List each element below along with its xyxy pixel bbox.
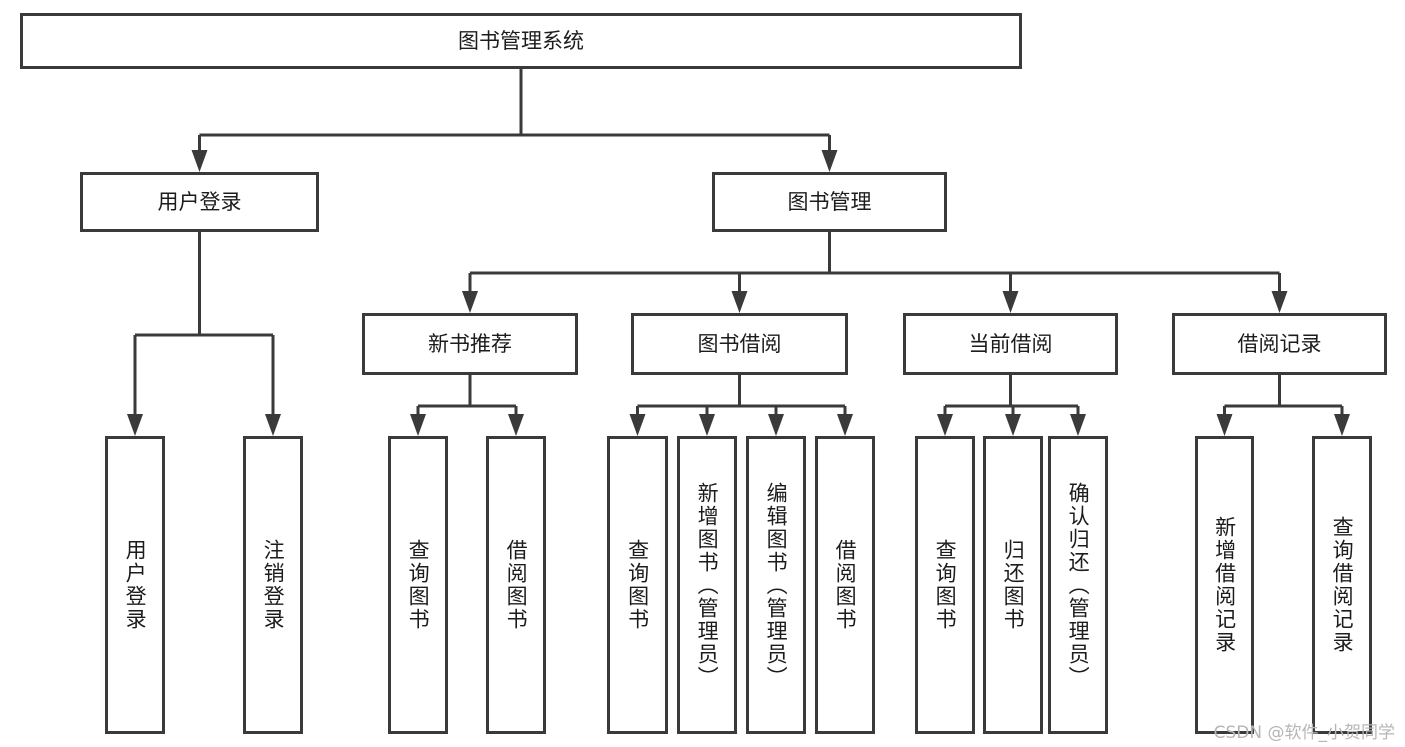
node-box-leaf-user-logout[interactable] [243,436,303,734]
node-box-leaf-add-borrow-record[interactable] [1195,436,1254,734]
arrow-head-icon [1216,414,1233,436]
node-box-book-management[interactable] [712,172,947,232]
watermark-text: CSDN @软件_小贺同学 [1213,723,1395,743]
edge-userlogin-to-leaves [127,232,281,436]
node-box-leaf-borrow-book[interactable] [815,436,875,734]
edge-current-to-leaves [937,375,1086,436]
connector-layer [127,69,1350,436]
edge-borrow-to-leaves [629,375,853,436]
node-box-leaf-borrow-book-recommend[interactable] [486,436,546,734]
node-box-new-book-recommend[interactable] [362,313,578,375]
node-label-new-book-recommend: 新书推荐 [428,332,512,356]
node-label-root: 图书管理系统 [458,29,584,53]
node-box-book-borrow[interactable] [631,313,848,375]
arrow-head-icon [508,414,524,436]
edge-recommend-to-leaves [410,375,524,436]
arrow-head-icon [731,291,748,313]
node-box-layer [20,13,1387,734]
arrow-head-icon [768,414,784,436]
node-box-leaf-query-book-current[interactable] [915,436,975,734]
node-box-leaf-query-borrow-record[interactable] [1312,436,1372,734]
edge-bookmgmt-to-level3 [462,232,1288,313]
node-label-user-login: 用户登录 [158,190,242,214]
arrow-head-icon [1005,414,1021,436]
node-box-leaf-confirm-return[interactable] [1048,436,1108,734]
node-box-user-login[interactable] [80,172,319,232]
arrow-head-icon [1002,291,1019,313]
edge-record-to-leaves [1216,375,1350,436]
arrow-head-icon [699,414,715,436]
node-box-leaf-add-book[interactable] [677,436,737,734]
arrow-head-icon [937,414,953,436]
arrow-head-icon [191,150,208,172]
node-label-borrow-record: 借阅记录 [1238,332,1322,356]
arrow-head-icon [821,150,838,172]
arrow-head-icon [127,414,143,436]
node-box-root[interactable] [20,13,1022,69]
arrow-head-icon [1271,291,1288,313]
node-box-borrow-record[interactable] [1172,313,1387,375]
node-box-current-borrow[interactable] [903,313,1118,375]
arrow-head-icon [629,414,646,436]
arrow-head-icon [265,414,281,436]
node-label-book-borrow: 图书借阅 [698,332,782,356]
arrow-head-icon [462,291,478,313]
arrow-head-icon [1070,414,1086,436]
node-box-leaf-return-book[interactable] [983,436,1043,734]
arrow-head-icon [837,414,853,436]
node-label-current-borrow: 当前借阅 [969,332,1053,356]
node-box-leaf-edit-book[interactable] [746,436,806,734]
node-box-leaf-query-book-borrow[interactable] [607,436,668,734]
arrow-head-icon [410,414,426,436]
node-box-leaf-query-book-recommend[interactable] [388,436,448,734]
arrow-head-icon [1334,414,1350,436]
node-label-book-management: 图书管理 [788,190,872,214]
edge-root-to-level2 [191,69,838,172]
node-box-leaf-user-login[interactable] [105,436,165,734]
